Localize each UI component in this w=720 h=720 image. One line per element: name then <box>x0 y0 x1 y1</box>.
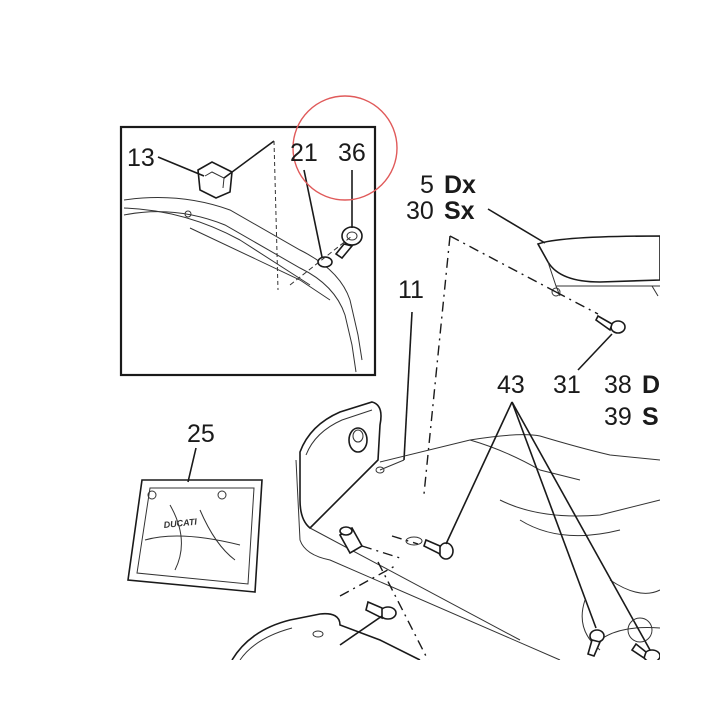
label-36: 36 <box>338 139 366 167</box>
bushing-part <box>338 526 364 555</box>
pin-part <box>365 600 397 620</box>
lower-bracket-part <box>231 612 421 661</box>
label-d: D <box>642 371 660 399</box>
label-5: 5 <box>420 171 434 199</box>
washer-part-21 <box>317 256 333 268</box>
label-s: S <box>642 403 659 431</box>
screw-part-43b <box>587 629 605 657</box>
label-dx: Dx <box>444 171 476 199</box>
label-30: 30 <box>406 197 434 225</box>
screw-part-43c <box>630 642 661 663</box>
rear-frame-outline <box>379 434 661 651</box>
detail-inset <box>119 125 377 377</box>
label-39: 39 <box>604 403 632 431</box>
seat-part <box>536 235 661 297</box>
label-25: 25 <box>187 420 215 448</box>
label-38: 38 <box>604 371 632 399</box>
screw-part-43a <box>423 538 454 560</box>
screw-part-31 <box>594 314 626 334</box>
label-11: 11 <box>398 276 424 304</box>
tail-cover-part <box>295 401 561 661</box>
clip-part-13 <box>197 161 233 199</box>
label-31: 31 <box>553 371 581 399</box>
label-21: 21 <box>290 139 318 167</box>
label-43: 43 <box>497 371 525 399</box>
screw-part-36 <box>334 226 363 260</box>
label-13: 13 <box>127 144 155 172</box>
document-pouch-part-25: DUCATI <box>127 479 263 593</box>
highlight-circle <box>292 95 398 201</box>
pouch-brand-text: DUCATI <box>163 517 198 530</box>
label-sx: Sx <box>444 197 475 225</box>
